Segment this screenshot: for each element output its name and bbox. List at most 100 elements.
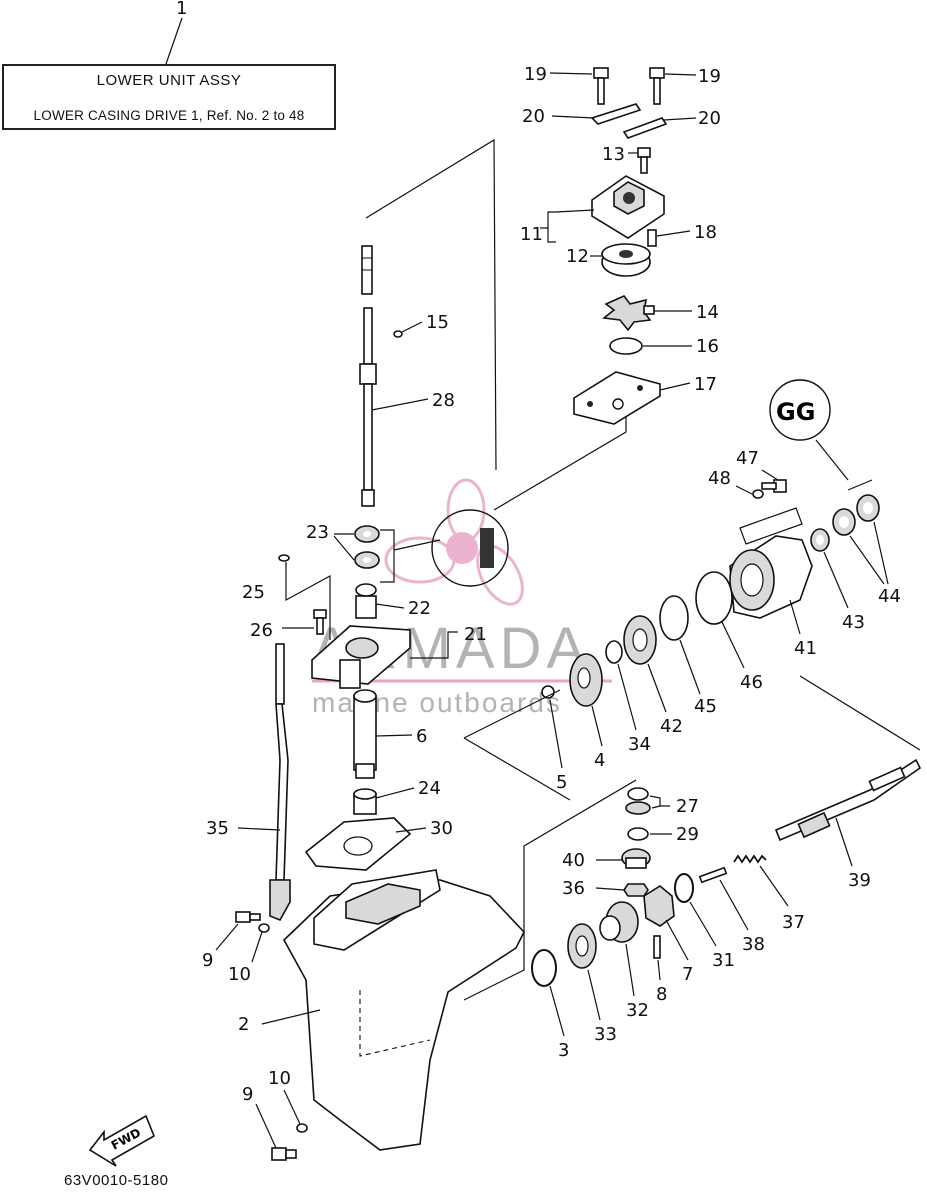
callout-8: 3 xyxy=(558,1040,569,1061)
bolt-19-left xyxy=(593,67,609,105)
grommet-3 xyxy=(353,788,377,815)
o-ring-45 xyxy=(659,595,689,641)
lower-casing-2 xyxy=(283,869,525,1151)
bearing-housing-41 xyxy=(729,507,813,619)
tube-4 xyxy=(353,689,377,779)
callout-9b: 9 xyxy=(242,1084,253,1105)
pump-housing-11 xyxy=(591,175,665,239)
grease-gg-callout: GG xyxy=(769,379,849,481)
shim-8 xyxy=(531,949,557,987)
callout-10b: 10 xyxy=(268,1068,291,1089)
shims-5 xyxy=(625,787,651,815)
propeller-logo xyxy=(384,478,524,606)
o-ring-46 xyxy=(695,571,733,625)
callout-41: 41 xyxy=(794,638,817,659)
bearing-42 xyxy=(623,615,657,665)
callout-10a: 10 xyxy=(228,964,251,985)
callout-34: 5 xyxy=(556,772,567,793)
callout-26: 26 xyxy=(250,620,273,641)
bolt-47 xyxy=(761,479,787,493)
pin-18 xyxy=(647,229,657,247)
callout-15: 15 xyxy=(426,312,449,333)
callout-19b: 19 xyxy=(698,66,721,87)
housing-21 xyxy=(311,625,411,689)
callout-9a: 9 xyxy=(202,950,213,971)
callout-48: 48 xyxy=(708,468,731,489)
bolt-9-upper xyxy=(235,911,261,923)
pin-36 xyxy=(698,866,728,884)
title-line-1: LOWER UNIT ASSY xyxy=(96,72,242,89)
callout-24: 30 xyxy=(430,818,453,839)
leader-1 xyxy=(165,17,183,65)
group-bracket-pump xyxy=(365,138,497,471)
callout-6: 29 xyxy=(676,824,699,845)
title-line-2: LOWER CASING DRIVE 1, Ref. No. 2 to 48 xyxy=(33,108,305,123)
outer-plate-17 xyxy=(573,371,661,425)
callout-23: 23 xyxy=(306,522,329,543)
group-bracket-gear xyxy=(463,689,571,801)
callout-37: 7 xyxy=(682,964,693,985)
grease-detail-callout xyxy=(393,509,509,587)
callout-11: 11 xyxy=(520,224,543,245)
callout-5: 27 xyxy=(676,796,699,817)
clutch-37 xyxy=(643,885,675,927)
callout-47: 47 xyxy=(736,448,759,469)
spring-40 xyxy=(733,854,767,864)
bolt-26 xyxy=(313,609,327,635)
circlip-34 xyxy=(541,685,555,699)
callout-27: 35 xyxy=(206,818,229,839)
callout-33: 34 xyxy=(628,734,651,755)
bolt-9-lower xyxy=(271,1147,297,1161)
callout-4: 6 xyxy=(416,726,427,747)
group-bracket-lower xyxy=(463,779,637,1001)
drive-shaft-28 xyxy=(359,245,377,507)
bolt-13 xyxy=(637,147,651,174)
callout-22: 22 xyxy=(408,598,431,619)
callout-44: 44 xyxy=(878,586,901,607)
callout-30: 36 xyxy=(562,878,585,899)
callout-19a: 19 xyxy=(524,64,547,85)
reverse-gear-31 xyxy=(599,901,639,943)
insert-cartridge-12 xyxy=(601,243,651,277)
callout-7: 33 xyxy=(594,1024,617,1045)
callout-2: 2 xyxy=(238,1014,249,1035)
callout-18: 18 xyxy=(694,222,717,243)
washer-10-lower xyxy=(296,1123,308,1133)
pinion-gear-32 xyxy=(569,653,603,707)
callout-13: 13 xyxy=(602,144,625,165)
plate-20-right xyxy=(622,117,668,139)
bushing-43 xyxy=(810,528,830,552)
bushing-22 xyxy=(355,583,377,619)
callout-40: 37 xyxy=(782,912,805,933)
callout-1: 1 xyxy=(176,0,187,19)
callout-32: 4 xyxy=(594,750,605,771)
grease-label: GG xyxy=(776,398,815,426)
callout-43: 43 xyxy=(842,612,865,633)
ring-39 xyxy=(674,873,694,903)
callout-3: 24 xyxy=(418,778,441,799)
woodruff-key-15 xyxy=(393,330,403,338)
callout-20b: 20 xyxy=(698,108,721,129)
callout-17: 17 xyxy=(694,374,717,395)
callout-38: 8 xyxy=(656,984,667,1005)
propeller-shaft-35 xyxy=(774,758,922,842)
washer-10-upper xyxy=(258,923,270,933)
callout-29: 40 xyxy=(562,850,585,871)
callout-21: 21 xyxy=(464,624,487,645)
callout-28: 28 xyxy=(432,390,455,411)
callout-25: 25 xyxy=(242,582,265,603)
callout-20a: 20 xyxy=(522,106,545,127)
bearing-7 xyxy=(567,923,597,969)
callout-31: 32 xyxy=(626,1000,649,1021)
fwd-arrow: FWD xyxy=(88,1114,156,1167)
washer-6 xyxy=(627,827,649,841)
callout-36: 38 xyxy=(742,934,765,955)
callout-42: 42 xyxy=(660,716,683,737)
plate-20-left xyxy=(590,103,642,125)
diagram-code: 63V0010-5180 xyxy=(64,1172,169,1189)
pin-38 xyxy=(653,935,661,959)
callout-16: 16 xyxy=(696,336,719,357)
callout-12: 12 xyxy=(566,246,589,267)
bolt-19-right xyxy=(649,67,665,105)
